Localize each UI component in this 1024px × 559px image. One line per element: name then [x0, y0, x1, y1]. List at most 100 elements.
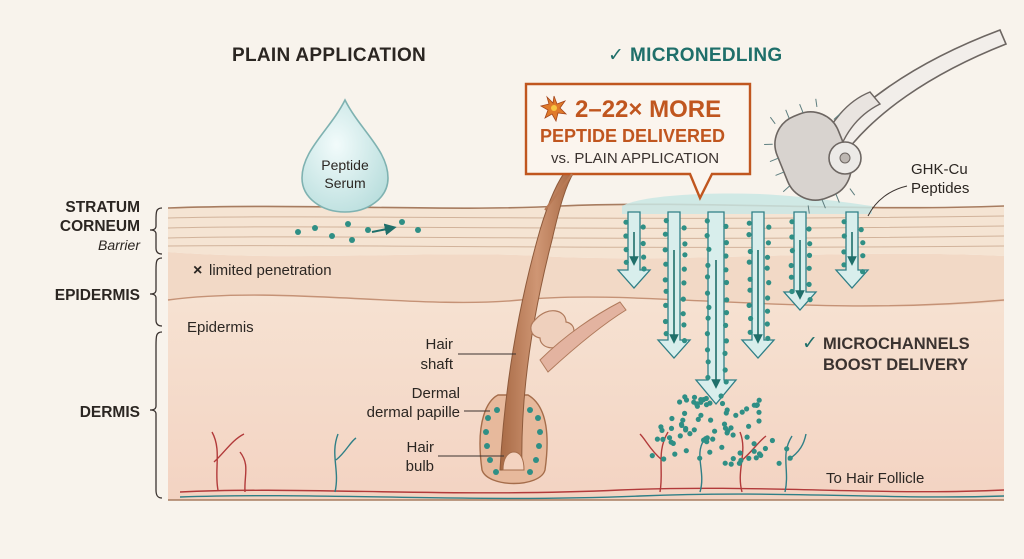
peptide-dot	[704, 233, 710, 239]
peptide-dot	[672, 451, 678, 457]
peptide-dot	[723, 253, 729, 259]
dermis-layer	[168, 295, 1004, 500]
delivery-callout: 2–22× MORE PEPTIDE DELIVERED vs. PLAIN A…	[524, 82, 752, 211]
peptide-dot	[860, 253, 866, 259]
layer-brackets	[149, 207, 163, 499]
peptide-dot	[719, 444, 725, 450]
peptide-dot	[682, 410, 688, 416]
peptide-dot	[706, 246, 712, 252]
peptide-dot	[806, 265, 812, 271]
ghk-label-2: Peptides	[911, 180, 969, 197]
peptide-dot	[704, 290, 711, 296]
peptide-dot	[718, 393, 724, 399]
limited-penetration-label: limited penetration	[209, 262, 332, 279]
peptide-dot	[723, 223, 729, 229]
peptide-dot	[762, 445, 769, 452]
peptide-dot	[654, 436, 661, 442]
peptide-dot	[680, 296, 686, 302]
peptide-dot	[649, 453, 655, 459]
serum-droplet	[301, 98, 389, 213]
check-icon-boost: ✓	[802, 333, 818, 354]
peptide-dot	[764, 265, 770, 271]
peptide-dot	[751, 448, 757, 454]
arrector-muscle	[539, 301, 627, 373]
peptide-dot	[677, 399, 683, 405]
peptide-dot	[858, 227, 864, 233]
peptide-dot	[691, 394, 698, 400]
peptide-dot	[746, 232, 752, 238]
peptide-dot	[683, 425, 689, 432]
peptide-dot	[698, 412, 704, 418]
peptide-dot	[681, 280, 687, 286]
plain-diffusion-arrow	[371, 223, 397, 236]
derma-roller	[764, 28, 1008, 214]
peptide-dot	[860, 240, 866, 246]
peptide-dot	[784, 446, 790, 452]
peptide-dot	[746, 259, 752, 265]
peptide-dot	[705, 262, 711, 268]
peptide-dot	[683, 397, 690, 403]
peptide-dot	[663, 302, 669, 308]
peptide-dot	[663, 261, 669, 267]
microchannel-peptide-dots	[623, 218, 866, 385]
peptide-dot	[788, 262, 794, 269]
peptide-dot	[841, 219, 847, 225]
stratum-strata-lines	[167, 215, 1005, 248]
peptide-dot	[662, 231, 669, 237]
peptide-dot	[694, 401, 700, 407]
layer-label-stratum: STRATUM	[65, 199, 140, 216]
peptide-dot	[663, 288, 669, 294]
peptide-dot	[739, 409, 745, 415]
peptide-dot	[706, 304, 712, 310]
peptide-dot	[807, 297, 813, 303]
peptide-dot	[721, 421, 728, 427]
peptide-dot	[683, 448, 689, 454]
peptide-dot	[623, 259, 629, 265]
peptide-dot	[695, 416, 701, 422]
ghk-leader	[867, 185, 908, 217]
peptide-dot	[697, 455, 703, 461]
blood-vessels	[179, 431, 1005, 500]
peptide-dot	[707, 449, 713, 455]
peptide-dot	[722, 367, 728, 373]
to-hair-follicle-label: To Hair Follicle	[826, 470, 924, 487]
peptide-dot	[704, 218, 710, 224]
peptide-dot	[704, 347, 711, 353]
peptide-dot	[681, 225, 687, 231]
peptide-dot	[728, 461, 734, 467]
peptide-dot	[663, 218, 669, 224]
microchannel-arrows	[629, 232, 857, 389]
peptide-dot	[789, 219, 795, 225]
peptide-dot	[659, 427, 665, 433]
callout-line-2: PEPTIDE DELIVERED	[540, 126, 725, 146]
peptide-dot	[747, 248, 753, 255]
peptide-dot	[769, 437, 776, 444]
peptide-dot	[668, 425, 675, 431]
peptide-dot	[670, 440, 676, 446]
stratum-corneum-layer	[168, 204, 1004, 259]
peptide-dot	[789, 234, 795, 240]
peptide-dot	[841, 249, 847, 255]
peptide-dot	[681, 266, 687, 272]
ghk-label-1: GHK-Cu	[911, 161, 968, 178]
peptide-dot	[788, 274, 795, 280]
heading-microneedling: MICRONEDLING	[630, 45, 782, 66]
peptide-dot	[641, 254, 647, 260]
peptide-dot	[756, 397, 762, 403]
peptide-dot	[748, 315, 754, 322]
peptide-dot	[766, 224, 772, 230]
dermal-papilla	[502, 451, 525, 471]
peptide-dot	[747, 276, 753, 282]
peptide-dot	[703, 395, 709, 402]
follicle-peptide-dots	[483, 407, 543, 475]
peptide-dot	[722, 425, 729, 431]
peptide-dot	[723, 267, 729, 273]
peptide-dot	[807, 241, 813, 247]
peptide-dot	[746, 220, 752, 226]
peptide-dot	[662, 318, 669, 325]
peptide-dot	[737, 450, 743, 456]
peptide-dot	[712, 428, 718, 434]
x-icon: ×	[193, 262, 202, 279]
